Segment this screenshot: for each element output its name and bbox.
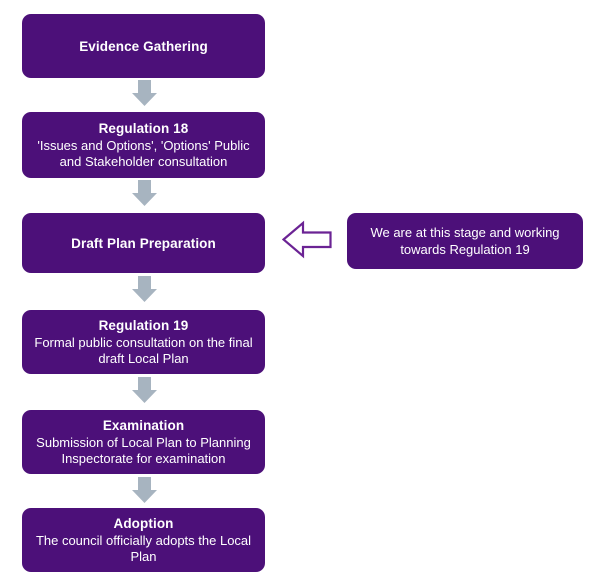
arrow-left-outline-icon	[281, 220, 332, 260]
flow-node-description: Formal public consultation on the final …	[34, 335, 253, 366]
arrow-down-icon	[131, 477, 158, 504]
flow-node-draft-plan-preparation: Draft Plan Preparation	[22, 213, 265, 273]
flow-node-title: Regulation 19	[98, 318, 189, 333]
flow-node-description: The council officially adopts the Local …	[35, 533, 252, 564]
flow-node-title: Draft Plan Preparation	[71, 235, 216, 251]
arrow-down-icon	[131, 80, 158, 107]
flow-node-title: Adoption	[113, 516, 174, 531]
flow-node-regulation-18: Regulation 18 'Issues and Options', 'Opt…	[22, 112, 265, 178]
flow-node-evidence-gathering: Evidence Gathering	[22, 14, 265, 78]
flow-node-examination: Examination Submission of Local Plan to …	[22, 410, 265, 474]
callout-text: We are at this stage and working towards…	[370, 225, 560, 257]
flow-node-adoption: Adoption The council officially adopts t…	[22, 508, 265, 572]
flow-node-regulation-19: Regulation 19 Formal public consultation…	[22, 310, 265, 374]
arrow-down-icon	[131, 377, 158, 404]
arrow-down-icon	[131, 180, 158, 207]
flow-node-title: Examination	[102, 418, 185, 433]
flow-node-description: 'Issues and Options', 'Options' Public a…	[37, 138, 250, 169]
arrow-down-icon	[131, 276, 158, 303]
flow-node-title: Evidence Gathering	[79, 38, 208, 54]
flow-node-title: Regulation 18	[98, 121, 189, 136]
flow-node-description: Submission of Local Plan to Planning Ins…	[36, 435, 251, 466]
callout-box-current-stage: We are at this stage and working towards…	[347, 213, 583, 269]
